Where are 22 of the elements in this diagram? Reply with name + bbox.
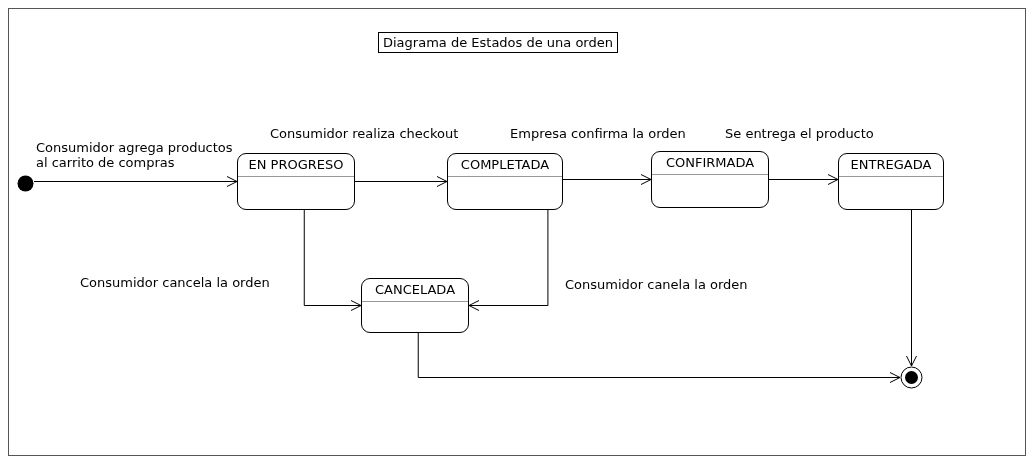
diagram-title: Diagrama de Estados de una orden <box>378 32 618 53</box>
state-box: COMPLETADA <box>447 153 563 210</box>
edge-label: Empresa confirma la orden <box>510 126 686 141</box>
edge-label: Consumidor realiza checkout <box>270 126 459 141</box>
transition-arrow <box>906 209 917 367</box>
edge-label: Consumidor cancela la orden <box>80 275 270 290</box>
transition-arrow <box>417 332 901 383</box>
initial-state <box>17 175 34 192</box>
state-box: CONFIRMADA <box>651 151 769 208</box>
transition-arrow <box>354 176 448 187</box>
transition-arrow <box>33 176 238 187</box>
state-box: EN PROGRESO <box>237 153 355 210</box>
state-box: ENTREGADA <box>838 153 944 210</box>
transition-arrow <box>468 209 549 311</box>
transition-arrow <box>303 209 362 311</box>
transition-arrow <box>768 174 839 185</box>
edge-label: Consumidor canela la orden <box>565 277 748 292</box>
state-box: CANCELADA <box>361 278 469 333</box>
final-state <box>900 366 923 389</box>
edge-label: Consumidor agrega productos al carrito de compras <box>36 140 234 170</box>
transition-arrow <box>562 174 652 185</box>
edge-label: Se entrega el producto <box>725 126 874 141</box>
